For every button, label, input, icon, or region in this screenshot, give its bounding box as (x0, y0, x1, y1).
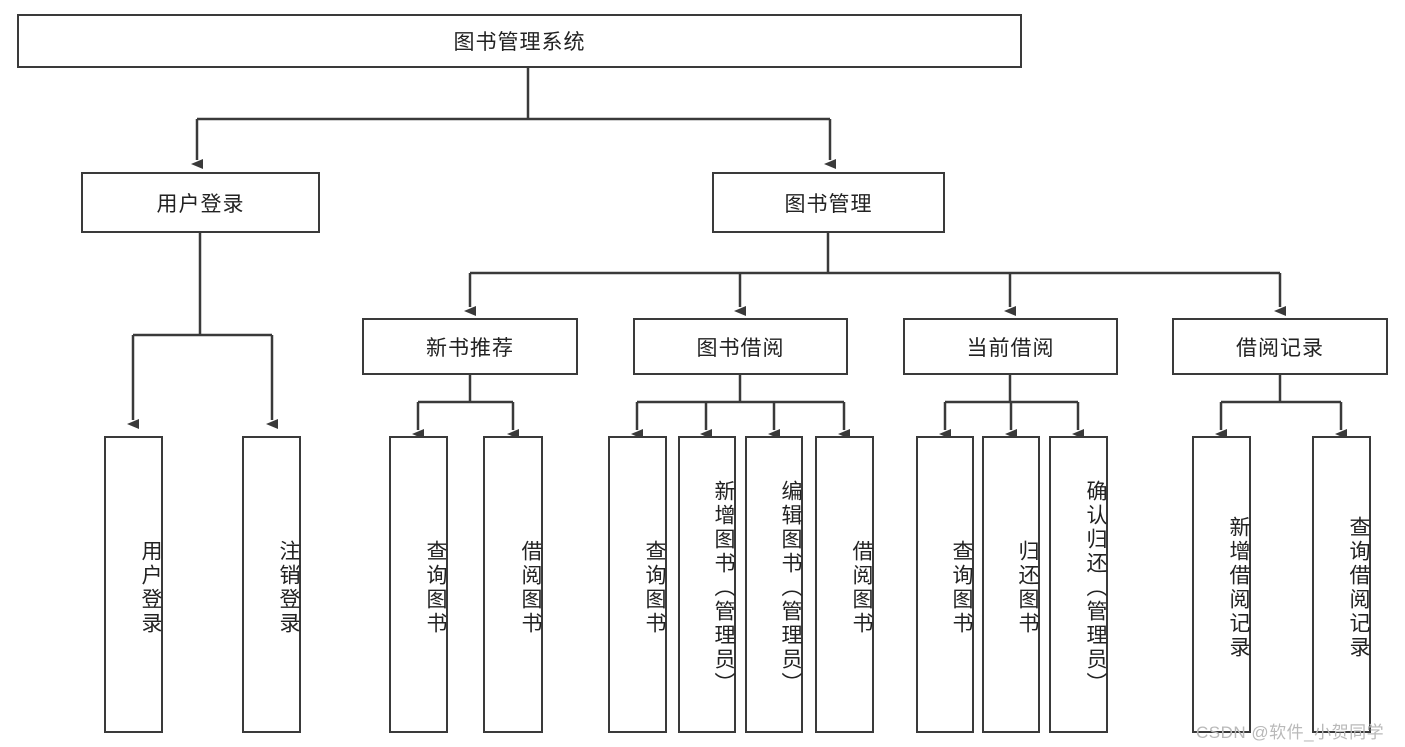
node-borrow-record-label: 借阅记录 (1236, 336, 1324, 360)
node-leaf-query-record[interactable]: 查询借阅记录 (1312, 436, 1371, 733)
node-user-login-label: 用户登录 (156, 192, 245, 216)
node-leaf-query-book-1-label: 查询图书 (424, 539, 447, 636)
node-new-book-rec-label: 新书推荐 (426, 336, 514, 360)
node-leaf-query-book-3[interactable]: 查询图书 (916, 436, 974, 733)
node-leaf-user-login[interactable]: 用户登录 (104, 436, 163, 733)
node-leaf-query-book-3-label: 查询图书 (950, 539, 973, 636)
node-new-book-rec[interactable]: 新书推荐 (362, 318, 578, 375)
node-leaf-logout[interactable]: 注销登录 (242, 436, 301, 733)
node-user-login[interactable]: 用户登录 (81, 172, 320, 233)
node-book-borrow[interactable]: 图书借阅 (633, 318, 848, 375)
node-leaf-query-record-label: 查询借阅记录 (1347, 515, 1370, 660)
node-leaf-return-book-label: 归还图书 (1016, 539, 1039, 636)
watermark: CSDN @软件_小贺同学 (1196, 723, 1385, 742)
node-leaf-query-book-2-label: 查询图书 (643, 539, 666, 636)
node-leaf-query-book-1[interactable]: 查询图书 (389, 436, 448, 733)
node-root-label: 图书管理系统 (453, 31, 586, 54)
node-book-manage-label: 图书管理 (784, 192, 873, 216)
node-leaf-confirm-return-label: 确认归还（管理员） (1084, 479, 1107, 696)
node-leaf-add-book[interactable]: 新增图书（管理员） (678, 436, 736, 733)
node-borrow-record[interactable]: 借阅记录 (1172, 318, 1388, 375)
node-leaf-confirm-return[interactable]: 确认归还（管理员） (1049, 436, 1108, 733)
node-book-manage[interactable]: 图书管理 (712, 172, 945, 233)
node-leaf-add-record-label: 新增借阅记录 (1227, 515, 1250, 660)
node-current-borrow-label: 当前借阅 (966, 336, 1055, 360)
node-leaf-borrow-book-2-label: 借阅图书 (850, 539, 873, 636)
node-root[interactable]: 图书管理系统 (17, 14, 1022, 68)
node-leaf-query-book-2[interactable]: 查询图书 (608, 436, 667, 733)
node-leaf-logout-label: 注销登录 (277, 539, 300, 636)
node-leaf-borrow-book-2[interactable]: 借阅图书 (815, 436, 874, 733)
node-leaf-borrow-book-1-label: 借阅图书 (519, 539, 542, 636)
node-leaf-edit-book-label: 编辑图书（管理员） (779, 479, 802, 696)
node-leaf-edit-book[interactable]: 编辑图书（管理员） (745, 436, 803, 733)
node-current-borrow[interactable]: 当前借阅 (903, 318, 1118, 375)
node-leaf-add-record[interactable]: 新增借阅记录 (1192, 436, 1251, 733)
node-leaf-add-book-label: 新增图书（管理员） (712, 479, 735, 696)
node-leaf-return-book[interactable]: 归还图书 (982, 436, 1040, 733)
node-book-borrow-label: 图书借阅 (696, 336, 785, 360)
node-leaf-user-login-label: 用户登录 (139, 539, 162, 636)
node-leaf-borrow-book-1[interactable]: 借阅图书 (483, 436, 543, 733)
